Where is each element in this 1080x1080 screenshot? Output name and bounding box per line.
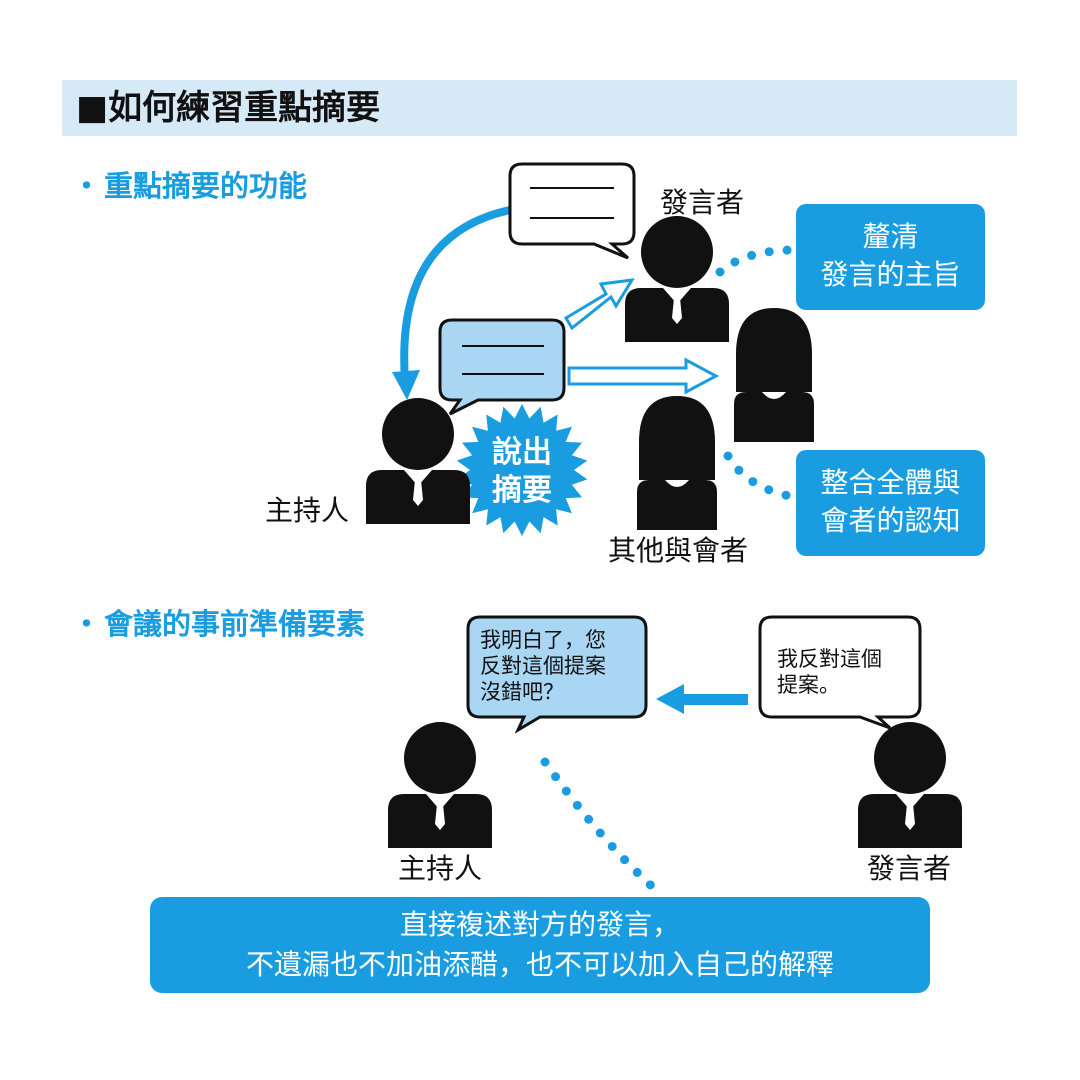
section-heading-text: 重點摘要的功能	[104, 169, 308, 203]
bottom-summary-box: 直接複述對方的發言， 不遺漏也不加油添醋，也不可以加入自己的解釋	[150, 897, 930, 993]
section-heading-text: 會議的事前準備要素	[104, 607, 366, 641]
starburst-line-2: 摘要	[492, 473, 552, 508]
integrate-box: 整合全體與 會者的認知	[796, 450, 985, 556]
bullet: ・	[72, 607, 102, 641]
dotted-connector-integrate	[723, 451, 805, 503]
moderator-confirm-line-3: 沒錯吧？	[480, 680, 564, 704]
clarify-box-line-1: 釐清	[862, 220, 919, 253]
speaker-label-2: 發言者	[867, 852, 952, 885]
participant-female-1	[734, 308, 814, 442]
dotted-connector-clarify	[715, 245, 800, 277]
bullet: ・	[72, 169, 102, 203]
starburst-say-summary	[456, 404, 588, 536]
starburst-line-1: 說出	[492, 435, 552, 470]
participants-label: 其他與會者	[608, 534, 749, 567]
speech-bubble-moderator-confirm	[466, 615, 648, 734]
bottom-box-line-2: 不遺漏也不加油添醋，也不可以加入自己的解釋	[245, 948, 834, 981]
hollow-arrow-to-speaker	[563, 278, 635, 331]
speaker-oppose-text: 我反對這個 提案。	[777, 646, 882, 698]
starburst-text: 說出 摘要	[472, 434, 572, 510]
section-heading-preparation: ・會議的事前準備要素	[72, 604, 365, 644]
moderator-label: 主持人	[265, 494, 350, 527]
dotted-connector-bottom	[540, 757, 661, 895]
bottom-box-line-1: 直接複述對方的發言，	[399, 908, 680, 941]
speaker-oppose-line-2: 提案。	[777, 673, 840, 697]
speaker-oppose-line-1: 我反對這個	[777, 647, 882, 671]
moderator-confirm-text: 我明白了，您 反對這個提案 沒錯吧？	[480, 627, 606, 705]
moderator-confirm-line-2: 反對這個提案	[480, 654, 606, 678]
speaker-label: 發言者	[660, 186, 745, 219]
participant-female-2	[637, 396, 717, 530]
speech-bubble-moderator-summary	[438, 318, 566, 416]
speaker-figure-1	[625, 216, 729, 342]
moderator-figure-2	[388, 722, 492, 848]
speech-bubble-speaker-top	[508, 162, 636, 260]
integrate-box-line-1: 整合全體與	[820, 466, 961, 499]
clarify-box-line-2: 發言的主旨	[820, 258, 961, 291]
feedback-curve-arrow	[392, 206, 511, 400]
moderator-confirm-line-1: 我明白了，您	[480, 628, 606, 652]
title-bar	[62, 80, 1017, 136]
clarify-box: 釐清 發言的主旨	[796, 204, 985, 310]
moderator-label-2: 主持人	[398, 852, 483, 885]
hollow-arrow-to-participants	[567, 357, 720, 395]
speech-bubble-speaker-oppose	[758, 615, 922, 730]
section-heading-function: ・重點摘要的功能	[72, 166, 307, 206]
arrow-speaker-to-moderator	[656, 684, 748, 714]
speaker-figure-2	[858, 722, 962, 848]
page-title: ■如何練習重點摘要	[76, 88, 381, 128]
moderator-figure-1	[366, 398, 470, 524]
integrate-box-line-2: 會者的認知	[820, 504, 961, 537]
